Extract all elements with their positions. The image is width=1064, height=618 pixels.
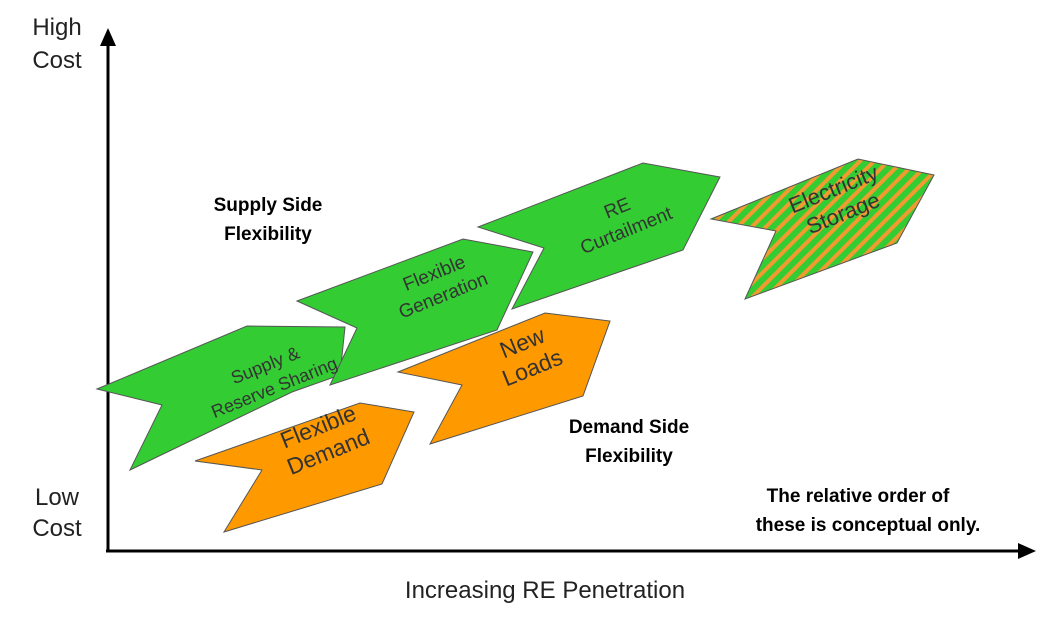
conceptual-note-line1: The relative order of xyxy=(767,486,950,507)
supply-side-label-line2: Flexibility xyxy=(224,224,312,245)
y-axis-cost-top-label: Cost xyxy=(32,47,82,74)
demand-side-label-line1: Demand Side xyxy=(569,417,689,438)
demand-side-label-line2: Flexibility xyxy=(585,446,673,467)
electricity-storage-arrow xyxy=(709,158,935,300)
supply-reserve-arrow xyxy=(95,325,346,472)
y-axis-low-label: Low xyxy=(35,484,80,511)
new-loads-arrow xyxy=(396,312,611,445)
flexible-generation-arrow xyxy=(295,238,534,386)
y-axis-cost-bottom-label: Cost xyxy=(32,515,82,542)
y-axis-high-label: High xyxy=(32,14,81,41)
y-axis-arrowhead xyxy=(100,28,116,46)
flexible-demand-arrow xyxy=(194,402,415,533)
x-axis-label: Increasing RE Penetration xyxy=(405,577,685,604)
re-curtailment-arrow xyxy=(476,162,721,310)
x-axis-arrowhead xyxy=(1018,543,1036,559)
new-loads-label: New Loads xyxy=(496,322,566,392)
conceptual-note-line2: these is conceptual only. xyxy=(756,515,981,536)
supply-side-label-line1: Supply Side xyxy=(214,195,323,216)
